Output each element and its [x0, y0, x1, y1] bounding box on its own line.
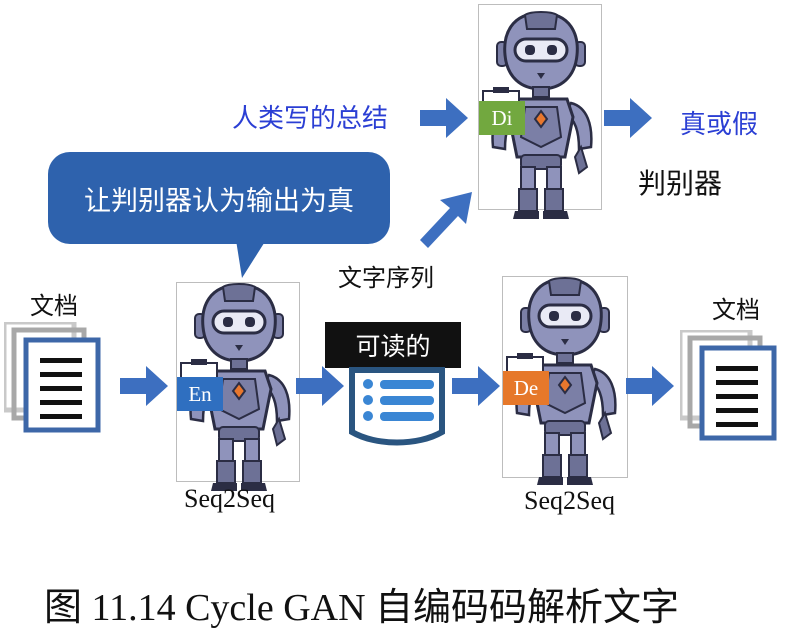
arrow-to-encoder	[120, 366, 168, 406]
speech-bubble-tail	[236, 240, 266, 278]
document-label-left: 文档	[30, 292, 78, 320]
arrow-to-discriminator	[420, 98, 468, 138]
list-document-icon	[349, 367, 445, 446]
discriminator-tag: Di	[479, 101, 525, 135]
encoder-robot-frame: En	[176, 282, 300, 493]
arrow-to-output-document	[626, 366, 674, 406]
discriminator-robot-frame: Di	[478, 4, 602, 221]
decoder-tag: De	[503, 371, 549, 405]
decoder-robot-frame: De	[502, 276, 628, 487]
document-icon-right	[680, 330, 780, 442]
readable-label: 可读的	[325, 322, 461, 368]
arrow-to-decoder	[452, 366, 500, 406]
arrow-sequence-to-discriminator	[420, 192, 472, 248]
speech-bubble: 让判别器认为输出为真	[48, 152, 390, 244]
document-label-right: 文档	[712, 296, 760, 324]
figure-caption: 图 11.14 Cycle GAN 自编码码解析文字	[44, 587, 680, 629]
arrow-to-readable	[296, 366, 344, 406]
seq2seq-label-left: Seq2Seq	[184, 484, 275, 513]
document-icon-left	[4, 322, 104, 434]
discriminator-label: 判别器	[638, 167, 723, 200]
seq2seq-label-right: Seq2Seq	[524, 486, 615, 515]
arrow-to-output	[604, 98, 652, 138]
human-summary-label: 人类写的总结	[232, 104, 389, 134]
real-or-fake-label: 真或假	[680, 110, 759, 140]
encoder-tag: En	[177, 377, 223, 411]
word-sequence-label: 文字序列	[338, 264, 434, 292]
